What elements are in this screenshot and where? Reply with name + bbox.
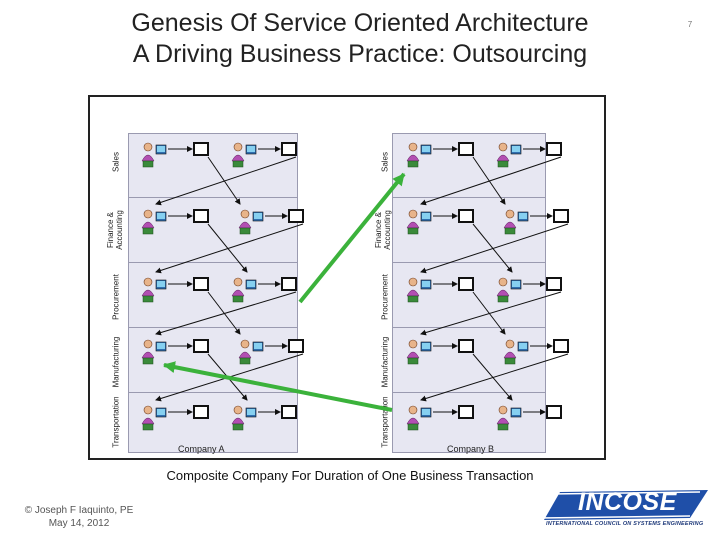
flow-arrow	[420, 291, 562, 336]
person-at-computer-icon	[503, 209, 529, 235]
monitor-icon	[546, 277, 562, 291]
person-at-computer-icon	[141, 277, 167, 303]
flow-arrow	[472, 353, 513, 401]
flow-arrow	[207, 223, 248, 273]
monitor-icon	[288, 339, 304, 353]
flow-arrow	[420, 223, 569, 274]
monitor-icon	[193, 339, 209, 353]
person-at-computer-icon	[406, 142, 432, 168]
person-at-computer-icon	[496, 142, 522, 168]
monitor-icon	[546, 405, 562, 419]
person-at-computer-icon	[406, 405, 432, 431]
monitor-icon	[546, 142, 562, 156]
person-at-computer-icon	[231, 405, 257, 431]
presentation-date: May 14, 2012	[48, 518, 110, 529]
logo-text: INCOSE	[578, 488, 677, 516]
flow-arrow	[207, 156, 241, 205]
monitor-icon	[281, 277, 297, 291]
flow-arrow	[207, 291, 241, 335]
flow-arrow	[155, 156, 297, 206]
monitor-icon	[281, 405, 297, 419]
lane-divider	[128, 197, 298, 198]
monitor-icon	[458, 339, 474, 353]
outsourcing-arrow-left	[163, 361, 393, 412]
slide-number: 7	[687, 20, 693, 29]
lane-divider	[128, 262, 298, 263]
monitor-icon	[193, 277, 209, 291]
lane-divider	[392, 392, 546, 393]
author-name: © Joseph F Iaquinto, PE	[24, 505, 134, 516]
person-at-computer-icon	[231, 142, 257, 168]
monitor-icon	[553, 209, 569, 223]
flow-arrow	[472, 291, 506, 335]
slide-title: Genesis Of Service Oriented Architecture…	[90, 8, 630, 70]
flow-arrow	[472, 223, 513, 273]
monitor-icon	[458, 405, 474, 419]
lane-divider	[392, 327, 546, 328]
lane-divider	[392, 197, 546, 198]
flow-arrow	[155, 291, 297, 336]
monitor-icon	[281, 142, 297, 156]
person-at-computer-icon	[496, 405, 522, 431]
person-at-computer-icon	[496, 277, 522, 303]
lane-divider	[392, 262, 546, 263]
monitor-icon	[458, 209, 474, 223]
person-at-computer-icon	[503, 339, 529, 365]
person-at-computer-icon	[231, 277, 257, 303]
monitor-icon	[288, 209, 304, 223]
logo-subtext: INTERNATIONAL COUNCIL ON SYSTEMS ENGINEE…	[546, 521, 704, 527]
company-b-label: Company B	[447, 444, 495, 454]
flow-arrow	[420, 156, 562, 206]
person-at-computer-icon	[141, 405, 167, 431]
person-at-computer-icon	[141, 209, 167, 235]
company-a-label: Company A	[178, 444, 225, 454]
monitor-icon	[458, 277, 474, 291]
lane-divider	[128, 327, 298, 328]
person-at-computer-icon	[406, 277, 432, 303]
logo-swoosh-icon	[540, 490, 708, 520]
person-at-computer-icon	[141, 339, 167, 365]
person-at-computer-icon	[406, 339, 432, 365]
monitor-icon	[193, 209, 209, 223]
lane-divider	[128, 392, 298, 393]
title-line-2: A Driving Business Practice: Outsourcing	[132, 40, 588, 68]
title-line-1: Genesis Of Service Oriented Architecture	[131, 9, 589, 37]
flow-arrow	[472, 156, 506, 205]
person-at-computer-icon	[238, 339, 264, 365]
company-b-panel	[392, 133, 546, 453]
outsourcing-arrow-up	[298, 172, 406, 304]
monitor-icon	[458, 142, 474, 156]
diagram-caption: Composite Company For Duration of One Bu…	[166, 468, 534, 483]
person-at-computer-icon	[406, 209, 432, 235]
monitor-icon	[193, 405, 209, 419]
author-block: © Joseph F Iaquinto, PE May 14, 2012	[14, 504, 144, 530]
person-at-computer-icon	[141, 142, 167, 168]
flow-arrow	[420, 353, 569, 402]
monitor-icon	[553, 339, 569, 353]
flow-arrow	[155, 223, 304, 274]
diagram-frame	[88, 95, 606, 460]
incose-logo: INCOSE INTERNATIONAL COUNCIL ON SYSTEMS …	[540, 488, 710, 534]
person-at-computer-icon	[238, 209, 264, 235]
monitor-icon	[193, 142, 209, 156]
